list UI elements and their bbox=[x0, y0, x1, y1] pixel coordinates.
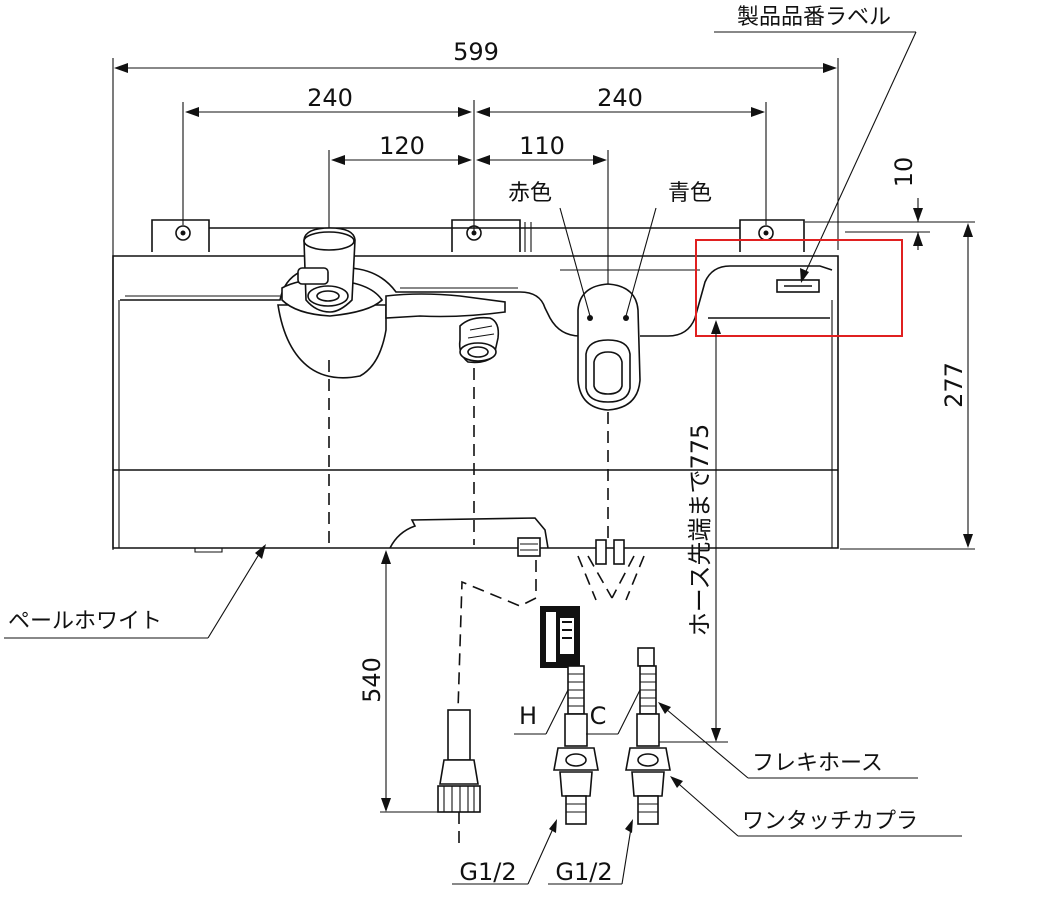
right-span-label: 240 bbox=[597, 84, 643, 112]
body-height-label: 277 bbox=[940, 362, 968, 408]
spout-offset-label: 120 bbox=[379, 132, 425, 160]
product-label-callout: 製品品番ラベル bbox=[695, 5, 917, 337]
hose-height-dimension: 540 bbox=[358, 550, 470, 813]
color-callout: ペールホワイト bbox=[4, 544, 266, 639]
shower-hose bbox=[437, 537, 541, 850]
overall-width-label: 599 bbox=[453, 38, 499, 66]
thread-left-label: G1/2 bbox=[459, 858, 516, 886]
lever-offset-label: 110 bbox=[519, 132, 565, 160]
red-mark-label: 赤色 bbox=[508, 181, 552, 206]
thread-callouts: G1/2 G1/2 bbox=[452, 819, 633, 886]
faucet-body bbox=[112, 219, 839, 553]
height-dimensions: 10 277 bbox=[805, 157, 975, 550]
cold-supply: C bbox=[586, 647, 671, 825]
shower-head bbox=[277, 227, 506, 379]
span-dimensions: 240 240 bbox=[182, 84, 767, 225]
hose-tip-dimension: ホース先端まで775 bbox=[648, 320, 728, 743]
thread-right-label: G1/2 bbox=[555, 858, 612, 886]
color-markers: 赤色 青色 bbox=[508, 181, 712, 317]
label-highlight-box bbox=[695, 239, 903, 337]
hot-supply: H bbox=[514, 665, 599, 825]
cold-label: C bbox=[590, 702, 607, 730]
dashed-center-lines bbox=[328, 360, 609, 545]
coupler-label: ワンタッチカプラ bbox=[742, 809, 918, 834]
flexible-hose-label: フレキホース bbox=[752, 751, 883, 776]
blue-mark-label: 青色 bbox=[668, 181, 712, 206]
center-spout bbox=[458, 316, 500, 364]
hose-tip-label: ホース先端まで775 bbox=[686, 424, 714, 637]
hot-label: H bbox=[519, 702, 537, 730]
hose-height-label: 540 bbox=[358, 657, 386, 703]
offset-dimensions: 120 110 bbox=[328, 132, 609, 290]
overall-width-dimension: 599 bbox=[112, 38, 839, 550]
mixing-lever bbox=[577, 283, 641, 411]
top-step-label: 10 bbox=[890, 157, 918, 188]
flexible-hose-callout: フレキホース bbox=[658, 702, 918, 779]
supply-stubs bbox=[577, 539, 645, 601]
left-span-label: 240 bbox=[307, 84, 353, 112]
color-label: ペールホワイト bbox=[8, 609, 162, 634]
coupler-callout: ワンタッチカプラ bbox=[670, 776, 962, 837]
instruction-tag bbox=[540, 606, 580, 668]
product-label-text: 製品品番ラベル bbox=[737, 5, 891, 30]
